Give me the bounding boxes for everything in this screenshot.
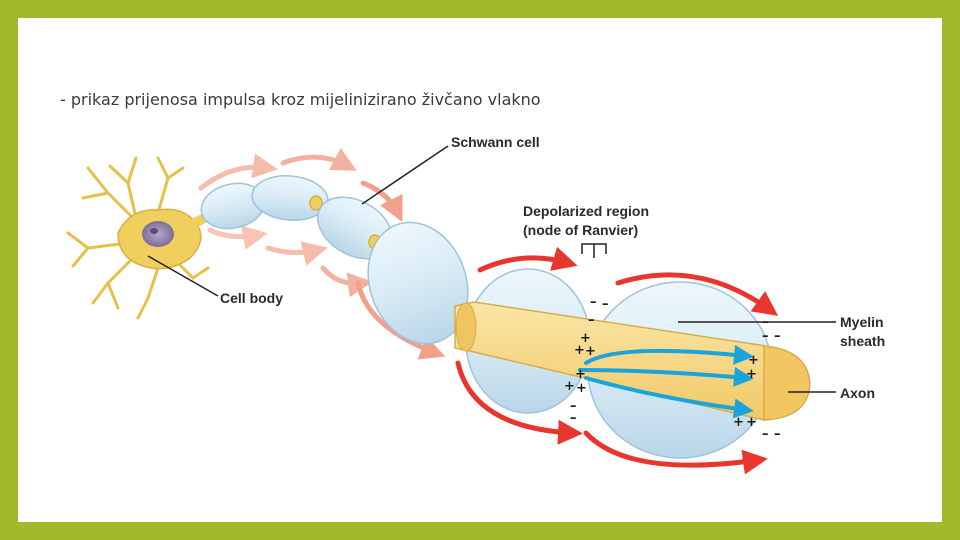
svg-text:+: + xyxy=(585,344,596,359)
svg-text:–: – xyxy=(762,427,769,442)
svg-text:+: + xyxy=(733,415,744,430)
svg-text:–: – xyxy=(762,329,769,344)
cell-body xyxy=(68,158,208,318)
svg-text:–: – xyxy=(774,329,781,344)
slide: - prikaz prijenosa impulsa kroz mijelini… xyxy=(18,18,942,522)
schwann-cells xyxy=(197,173,484,358)
depolarized-region-label: Depolarized region xyxy=(523,203,649,219)
svg-text:+: + xyxy=(574,343,585,358)
svg-text:+: + xyxy=(576,381,587,396)
axon-label: Axon xyxy=(840,385,875,401)
cell-body-label: Cell body xyxy=(220,290,283,306)
svg-text:–: – xyxy=(588,313,595,328)
svg-text:–: – xyxy=(602,297,609,312)
myelinated-axon-diagram: – – – + + + + + + – – + + + + – – – – – xyxy=(18,18,942,522)
svg-text:+: + xyxy=(748,353,759,368)
svg-text:+: + xyxy=(564,379,575,394)
myelin-label: Myelin xyxy=(840,314,884,330)
node-of-ranvier-label: (node of Ranvier) xyxy=(523,222,638,238)
svg-text:+: + xyxy=(746,367,757,382)
svg-text:–: – xyxy=(774,427,781,442)
svg-text:–: – xyxy=(590,295,597,310)
svg-text:–: – xyxy=(570,411,577,426)
schwann-cell-label: Schwann cell xyxy=(451,134,540,150)
sheath-label: sheath xyxy=(840,333,885,349)
svg-text:+: + xyxy=(575,367,586,382)
svg-text:+: + xyxy=(746,415,757,430)
